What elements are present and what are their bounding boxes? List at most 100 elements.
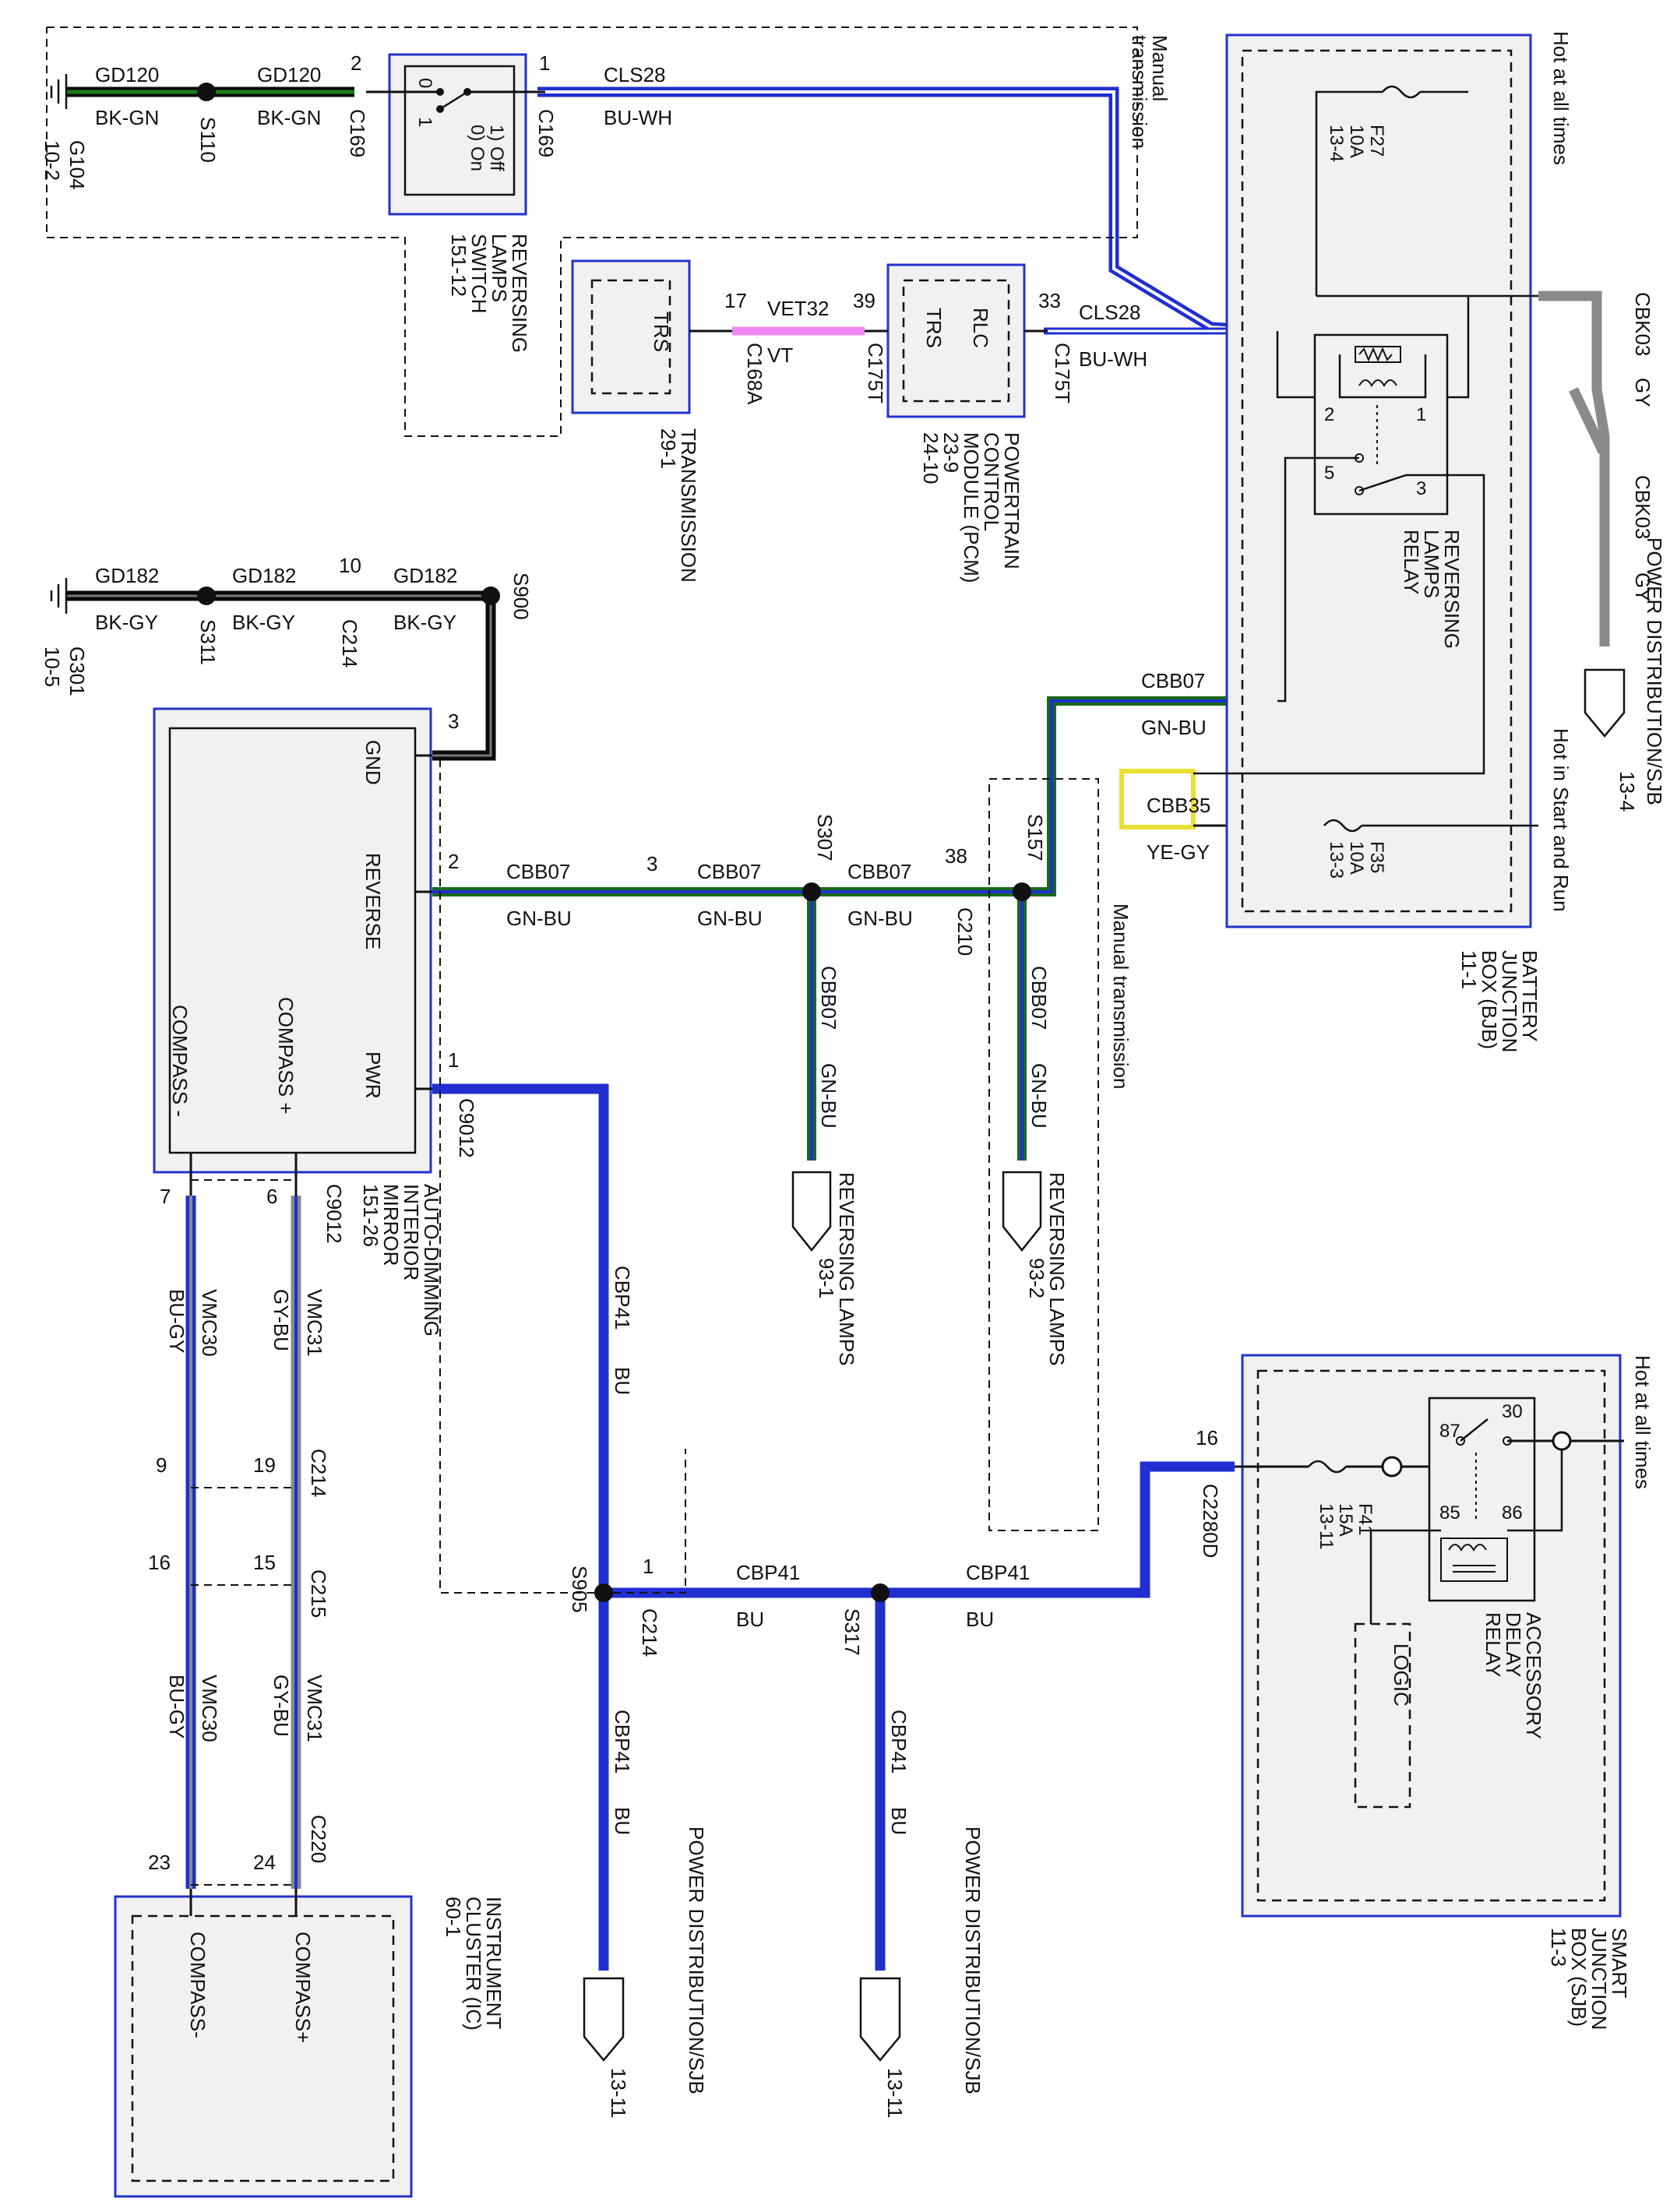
pcm-module: RLC TRS — [865, 263, 1048, 418]
cbb07-label-3: CBB07 — [847, 860, 911, 883]
bjb-name-2: JUNCTION — [1498, 950, 1521, 1052]
c220-label: C220 — [307, 1815, 330, 1863]
pcm-name-4: 23-9 — [939, 432, 963, 473]
ref-arrow-pd-1311-b — [859, 1977, 901, 2062]
gd182-label-3: GD182 — [393, 564, 457, 587]
mirror-pin7: 7 — [160, 1185, 171, 1208]
c214-pin9: 9 — [156, 1453, 167, 1477]
f27-ref: 13-4 — [1326, 125, 1347, 162]
c210-label: C210 — [953, 907, 977, 956]
sjb-hot-all: Hot at all times — [1631, 1355, 1654, 1489]
c9012-label-1: C9012 — [455, 1098, 478, 1158]
c214-pin3: 3 — [647, 852, 657, 875]
c175t-left: C175T — [864, 343, 887, 403]
yegy-label: YE-GY — [1147, 840, 1210, 864]
mirror-name-3: MIRROR — [379, 1184, 403, 1266]
c2280d-label: C2280D — [1199, 1484, 1222, 1558]
relay-pin2: 2 — [1324, 404, 1334, 425]
cbb07-label-6: CBB07 — [1027, 966, 1051, 1030]
transmission-module: TRS — [571, 259, 732, 414]
switch-pos0: 0 — [414, 78, 435, 88]
c210-pin38: 38 — [945, 844, 967, 868]
c220-pin23: 23 — [148, 1851, 171, 1874]
f35-name: F35 — [1366, 841, 1387, 873]
rl-label-2: REVERSING LAMPS — [1045, 1172, 1069, 1366]
c214-pin10: 10 — [339, 554, 361, 577]
relay-name-3: RELAY — [1400, 530, 1423, 594]
auto-dimming-mirror: GND REVERSE PWR COMPASS + COMPASS - — [153, 707, 432, 1196]
wire-cbp41[interactable] — [432, 1083, 1235, 1971]
ref-arrow-pd-1311-a — [583, 1977, 625, 2062]
cbp41-label-3: CBP41 — [966, 1561, 1030, 1584]
c214-label-3: C214 — [307, 1449, 330, 1497]
acc-pin87: 87 — [1439, 1421, 1460, 1442]
switch-pin1: 1 — [539, 51, 550, 75]
logic-label: LOGIC — [1390, 1643, 1413, 1707]
c169-left: C169 — [346, 109, 369, 157]
c215-label: C215 — [307, 1569, 330, 1618]
s900-label: S900 — [509, 572, 533, 620]
cls28-label-1: CLS28 — [604, 63, 666, 86]
gd182-label-2: GD182 — [232, 564, 296, 587]
trs-label-trans: TRS — [650, 312, 673, 352]
pcm-pin39: 39 — [853, 289, 876, 312]
c2280d-pin16: 16 — [1196, 1426, 1218, 1449]
splice-s110 — [197, 83, 216, 101]
rlc-label: RLC — [969, 308, 992, 348]
wire-cbb07[interactable] — [432, 696, 1277, 1161]
c214-label-1: C214 — [338, 619, 361, 667]
relay-pin3: 3 — [1416, 478, 1426, 499]
acc-relay-name-2: DELAY — [1502, 1612, 1525, 1677]
wire-cbk03[interactable] — [1538, 291, 1610, 646]
bu-label-2: BU — [736, 1608, 764, 1631]
manual-trans-1a: Manual — [1148, 35, 1171, 101]
cbp41-label-1: CBP41 — [611, 1266, 634, 1330]
bu-label-4: BU — [611, 1807, 634, 1835]
c215-pin15: 15 — [253, 1551, 276, 1574]
switch-name-4: 151-12 — [447, 234, 470, 297]
cbb07-label-5: CBB07 — [817, 966, 840, 1030]
mirror-compass-plus: COMPASS + — [274, 997, 298, 1115]
relay-name-1: REVERSING — [1440, 530, 1464, 649]
pd-ref-1311-a: 13-11 — [607, 2068, 630, 2119]
gybu-label-2: GY-BU — [270, 1675, 293, 1737]
gd120-label-2: GD120 — [257, 63, 321, 86]
vet32-label: VET32 — [767, 297, 830, 320]
c214-label-2: C214 — [638, 1608, 661, 1657]
s905-label: S905 — [568, 1566, 591, 1613]
cbp41-label-2: CBP41 — [736, 1561, 800, 1584]
vmc30-label-1: VMC30 — [198, 1289, 221, 1357]
bjb-name-1: BATTERY — [1518, 950, 1541, 1042]
bugy-label-1: BU-GY — [165, 1289, 188, 1353]
mirror-compass-minus: COMPASS - — [168, 1005, 192, 1117]
cls28-label-2: CLS28 — [1079, 301, 1141, 324]
mirror-pin3: 3 — [448, 710, 459, 733]
reversing-lamps-switch: 0 1 0) On 1) Off — [366, 53, 545, 216]
acc-pin30: 30 — [1502, 1401, 1523, 1422]
ground-g301: G301 10-5 — [41, 578, 89, 696]
pcm-name-2: CONTROL — [980, 432, 1003, 531]
pcm-name-5: 24-10 — [919, 432, 942, 484]
pcm-name-3: MODULE (PCM) — [960, 432, 983, 583]
sjb-name-1: SMART — [1608, 1928, 1631, 1999]
ic-name-2: CLUSTER (IC) — [462, 1897, 485, 2031]
bu-label-3: BU — [966, 1608, 994, 1631]
dashed-regions — [46, 26, 1138, 1886]
relay-pin5: 5 — [1324, 463, 1334, 484]
g301-ref: 10-5 — [41, 646, 64, 687]
switch-pos1: 1 — [414, 117, 435, 127]
ref-arrow-rl-932 — [1002, 1171, 1042, 1252]
rl-ref-932: 93-2 — [1025, 1258, 1048, 1298]
trs-label-pcm: TRS — [922, 308, 946, 348]
vt-label: VT — [767, 343, 793, 367]
bkgn-label-2: BK-GN — [257, 106, 321, 129]
ic-compass-plus: COMPASS+ — [291, 1932, 315, 2043]
bjb-name-4: 11-1 — [1457, 950, 1481, 989]
mirror-name-2: INTERIOR — [400, 1184, 423, 1280]
sjb-name-2: JUNCTION — [1587, 1928, 1611, 2030]
mirror-name-1: AUTO-DIMMING — [420, 1184, 443, 1337]
f35-amps: 10A — [1346, 841, 1367, 875]
ic-name-1: INSTRUMENT — [482, 1897, 506, 2030]
gy-label-2: GY — [1631, 572, 1654, 602]
pcm-pin33: 33 — [1038, 289, 1061, 312]
